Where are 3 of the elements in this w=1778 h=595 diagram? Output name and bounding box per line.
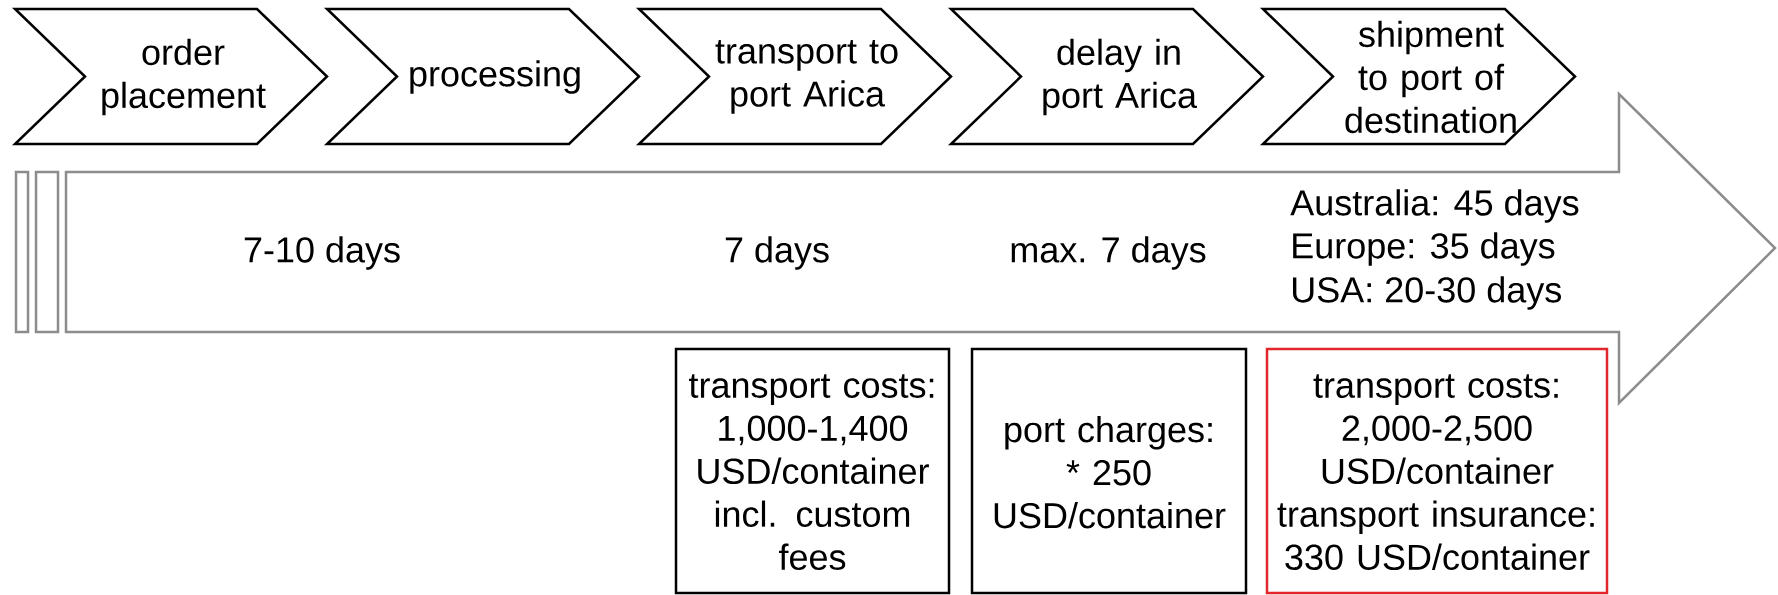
cost-box: port charges: * 250 USD/container: [970, 347, 1248, 595]
cost-box: transport costs: 1,000-1,400 USD/container incl. custom fees: [674, 347, 951, 595]
cost-box: transport costs: 2,000-2,500 USD/container transport insurance: 330 USD/container: [1265, 347, 1609, 595]
